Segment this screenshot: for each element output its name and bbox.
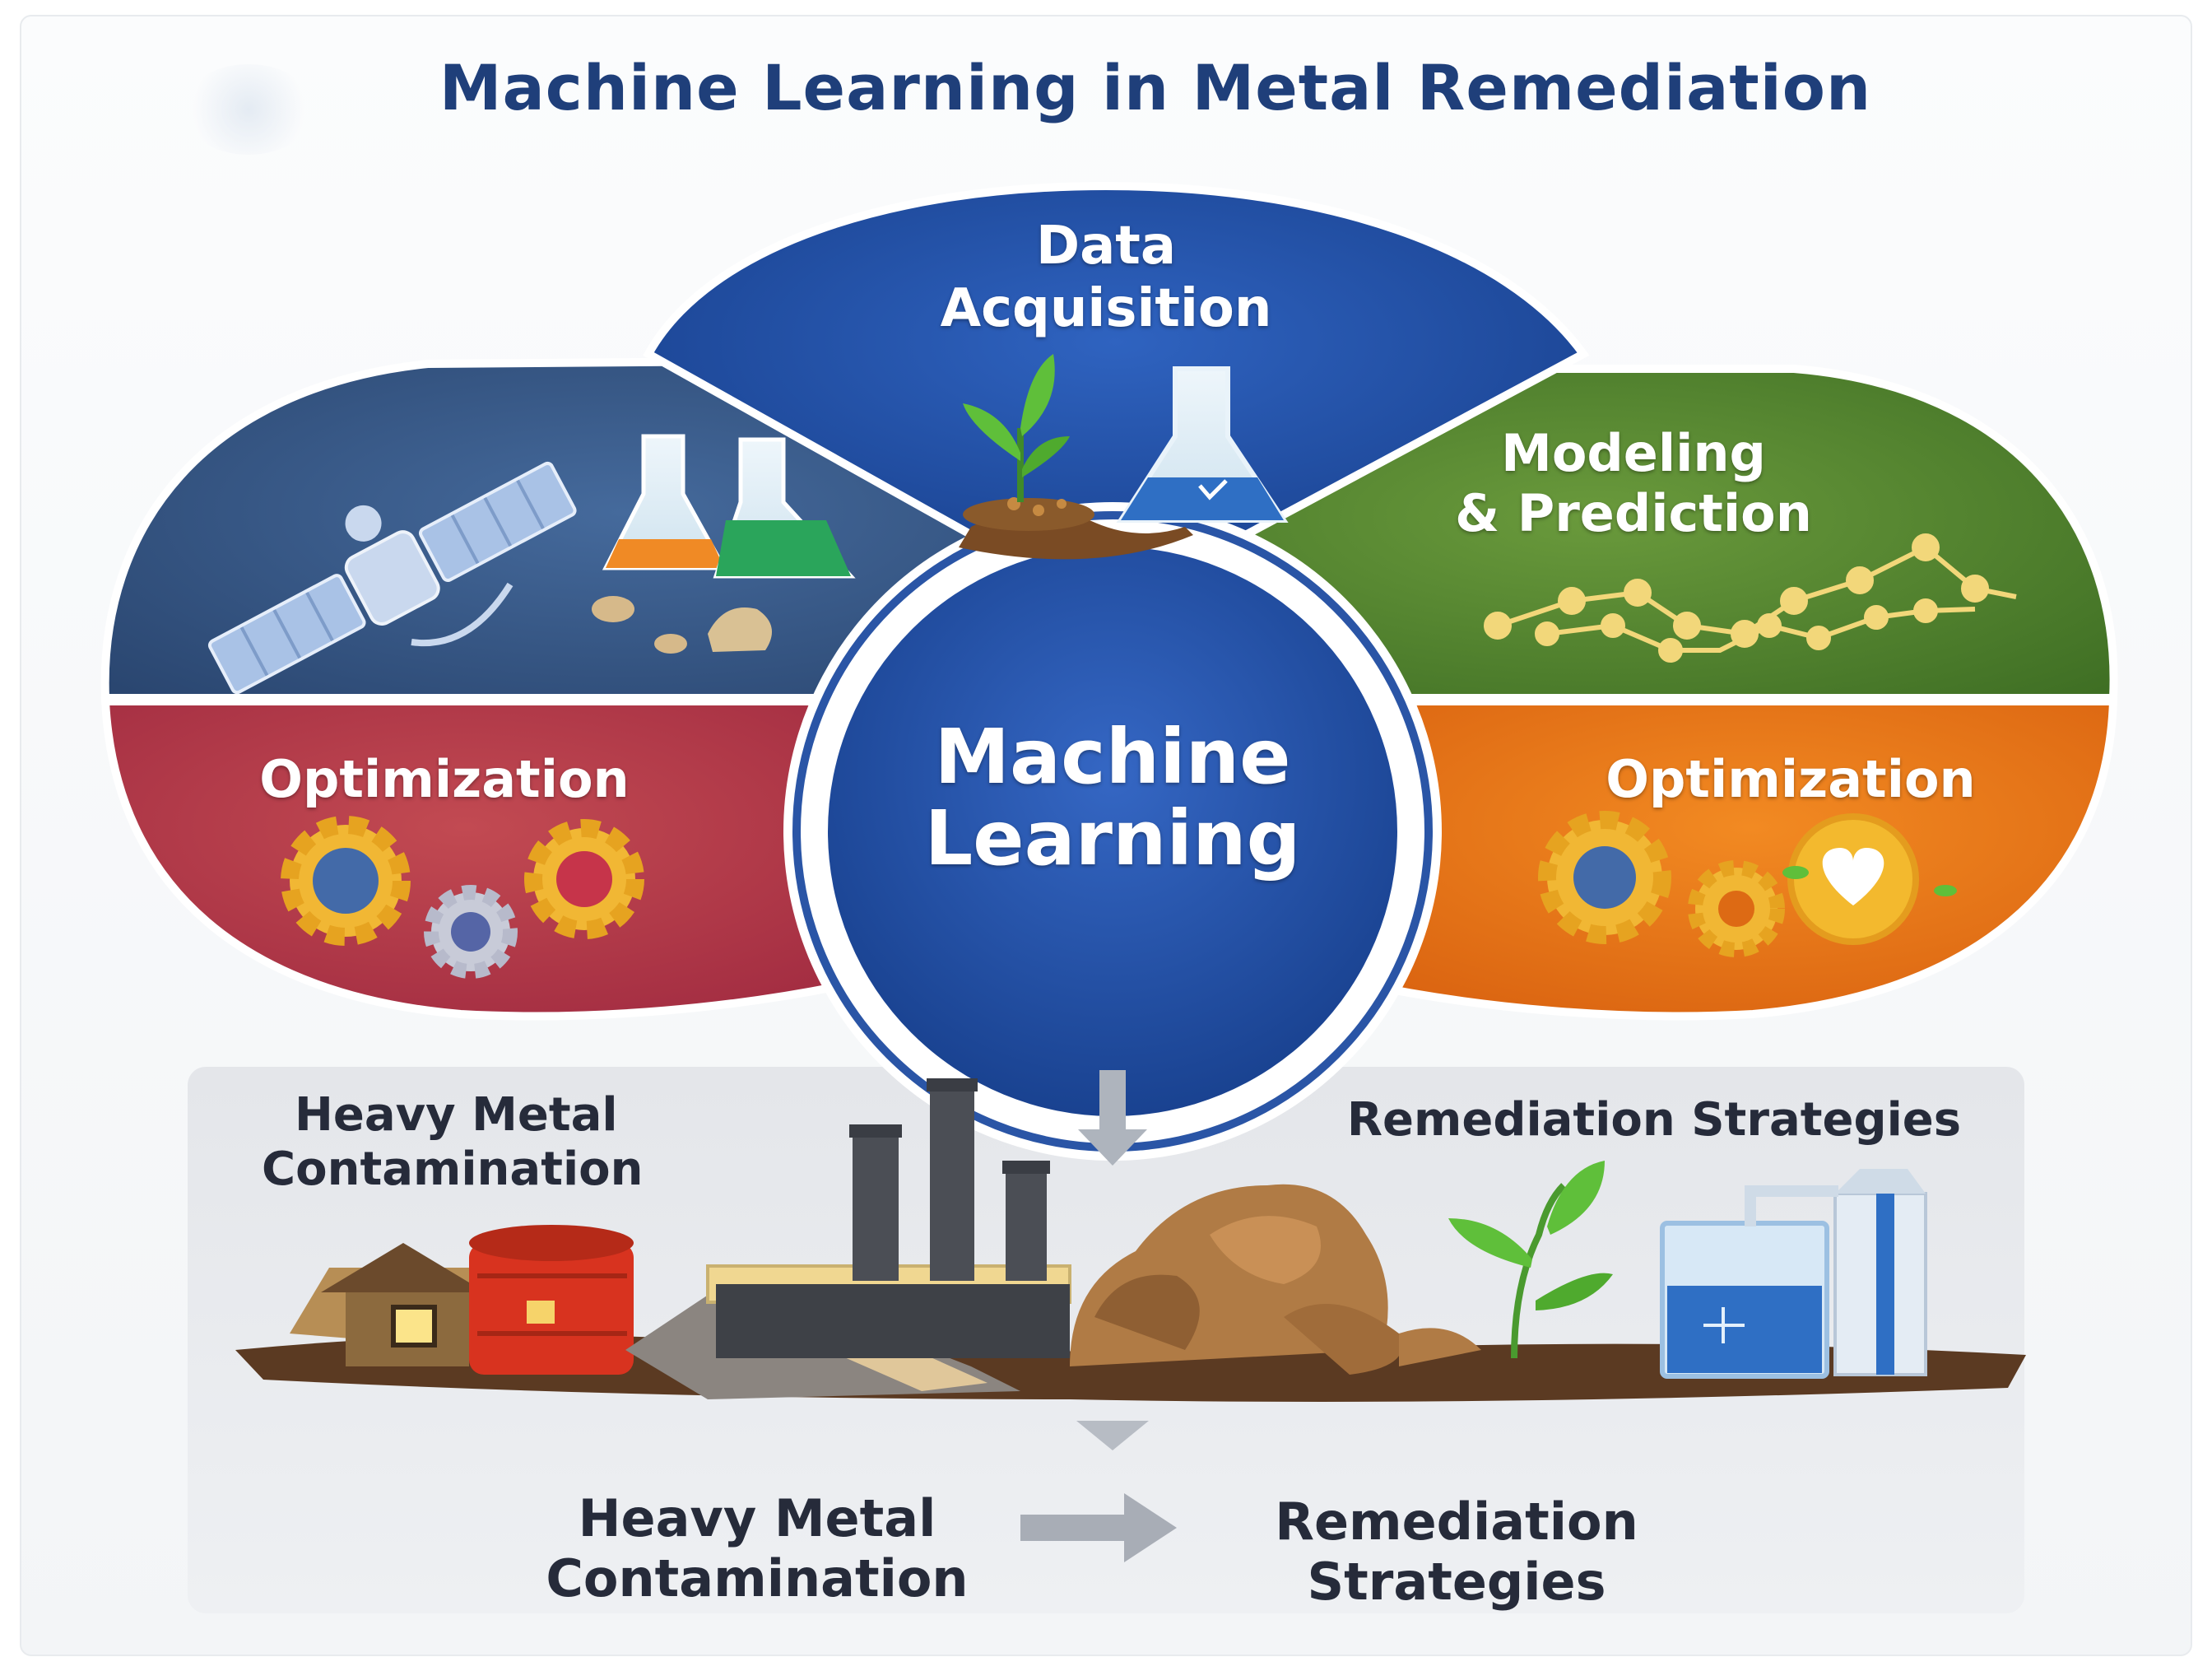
gear-icon bbox=[1538, 811, 1785, 957]
flow-right-label-line2: Strategies bbox=[1307, 1552, 1606, 1613]
barrel-icon bbox=[469, 1225, 634, 1375]
arrow-down-icon bbox=[1078, 1070, 1147, 1166]
segment-top-label-line1: Data bbox=[1035, 216, 1177, 277]
segment-upper-right-label: Modeling & Prediction bbox=[1366, 423, 1901, 543]
center-label-line1: Machine bbox=[934, 713, 1291, 801]
seedling-icon bbox=[959, 354, 1193, 560]
factory-icon bbox=[706, 1078, 1071, 1358]
scene-left-label: Heavy Metal Contamination bbox=[262, 1088, 755, 1197]
water-tank-icon bbox=[1660, 1169, 1927, 1379]
segment-upper-right-label-line1: Modeling bbox=[1501, 423, 1766, 483]
segment-top bbox=[643, 181, 1590, 580]
house-icon bbox=[290, 1243, 502, 1366]
center-label-line2: Learning bbox=[924, 794, 1301, 883]
rock-icon bbox=[592, 596, 772, 654]
seedling-icon bbox=[1448, 1161, 1613, 1359]
flow-left-label: Heavy Metal Contamination bbox=[494, 1488, 1020, 1608]
flask-icon bbox=[602, 434, 856, 579]
scene-left-label-line1: Heavy Metal bbox=[295, 1088, 618, 1142]
scene-left-label-line2: Contamination bbox=[262, 1143, 644, 1197]
title-glow bbox=[183, 64, 314, 155]
segment-lower-right-label: Optimization bbox=[1606, 749, 1976, 809]
heart-badge-icon bbox=[1782, 813, 1957, 945]
satellite-icon bbox=[207, 461, 577, 695]
flow-left-label-line2: Contamination bbox=[546, 1548, 969, 1609]
rock-icon bbox=[1070, 1184, 1481, 1375]
gear-icon bbox=[281, 816, 644, 979]
center-circle bbox=[828, 547, 1397, 1116]
segment-top-label: Data Acquisition bbox=[859, 216, 1353, 340]
segment-lower-right bbox=[1303, 697, 2118, 1021]
segment-lower-left bbox=[100, 697, 909, 1021]
segment-lower-left-label: Optimization bbox=[259, 749, 630, 809]
flow-right-label: Remediation Strategies bbox=[1185, 1492, 1728, 1612]
center-label: Machine Learning bbox=[866, 716, 1359, 880]
flow-right-label-line1: Remediation bbox=[1275, 1492, 1638, 1552]
scene-right-label: Remediation Strategies bbox=[1346, 1093, 1962, 1147]
segment-top-label-line2: Acquisition bbox=[940, 277, 1272, 339]
flow-left-label-line1: Heavy Metal bbox=[578, 1488, 936, 1548]
segment-upper-right-label-line2: & Prediction bbox=[1455, 483, 1812, 544]
line-graph-icon bbox=[1484, 533, 2017, 663]
diagram-title: Machine Learning in Metal Remediation bbox=[439, 51, 1872, 124]
flask-icon bbox=[1116, 366, 1289, 523]
arrow-down-icon bbox=[1076, 1421, 1149, 1450]
arrow-right-icon bbox=[1020, 1493, 1177, 1562]
